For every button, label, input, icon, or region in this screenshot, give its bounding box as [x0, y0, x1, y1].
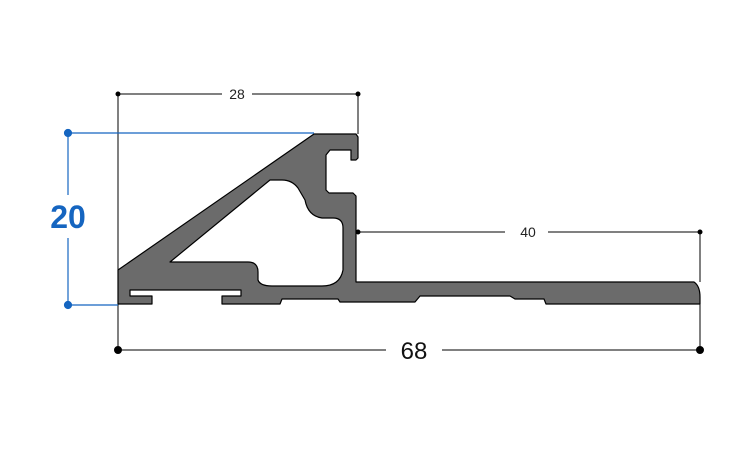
dimension-flange-width: [355, 229, 703, 282]
aluminium-profile-section: [117, 133, 701, 305]
dimension-overall-width: [114, 304, 704, 354]
dimension-flange-width-label: 40: [520, 224, 536, 240]
dimension-height: [63, 128, 314, 310]
dimension-top-width: [115, 91, 361, 270]
dimension-overall-width-label: 68: [401, 338, 428, 365]
dimension-height-label: 20: [50, 199, 86, 235]
dimension-top-width-label: 28: [229, 86, 245, 102]
